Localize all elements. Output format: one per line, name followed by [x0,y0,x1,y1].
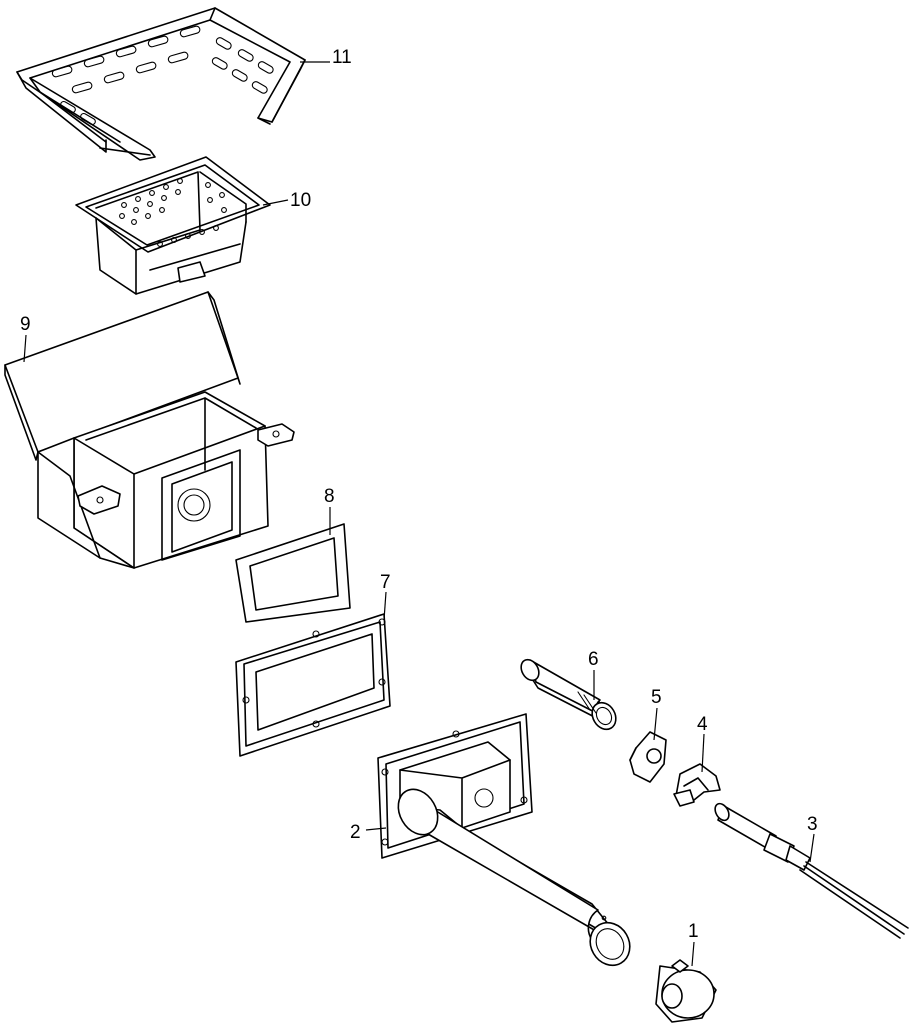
part-10-burn-pot [75,156,271,295]
callout-labels: 11 10 9 8 7 6 5 4 3 2 1 [20,47,818,942]
part-4-clip [673,763,721,807]
part-1-knob [655,959,717,1023]
callout-10: 10 [290,190,311,211]
callout-3: 3 [807,814,818,835]
part-2-burner-tube [377,713,631,967]
part-8-gasket [235,523,351,623]
callout-1: 1 [688,921,699,942]
callout-8: 8 [324,486,335,507]
callout-5: 5 [651,687,662,708]
part-5-retainer [629,731,667,783]
callout-2: 2 [350,822,361,843]
part-6-igniter-sleeve [520,658,617,731]
part-7-mounting-plate [235,613,391,757]
callout-6: 6 [588,649,599,670]
callout-9: 9 [20,314,31,335]
leader-lines [23,61,815,967]
part-11-grate [16,7,306,161]
callout-11: 11 [332,47,352,68]
callout-4: 4 [697,714,708,735]
part-3-igniter [714,802,909,939]
callout-7: 7 [380,572,391,593]
part-9-housing [4,291,295,569]
